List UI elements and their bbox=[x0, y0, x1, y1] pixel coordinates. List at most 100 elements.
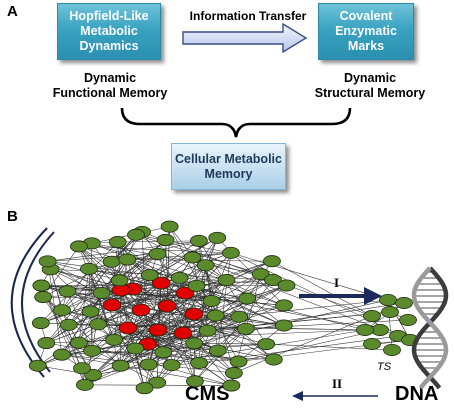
green-node bbox=[257, 338, 276, 351]
cms-label: CMS bbox=[185, 383, 230, 405]
panel-b-letter: B bbox=[7, 208, 18, 225]
network-edge bbox=[97, 324, 158, 383]
cellular-metabolic-memory-box: Cellular Metabolic Memory bbox=[171, 143, 286, 190]
green-node bbox=[105, 333, 123, 346]
red-node bbox=[157, 299, 177, 313]
network-edge bbox=[47, 261, 150, 276]
information-transfer-label: Information Transfer bbox=[189, 9, 307, 23]
green-node bbox=[148, 376, 167, 389]
network-edge bbox=[192, 257, 208, 331]
panel-a-letter: A bbox=[7, 3, 18, 20]
membrane-outer-arc bbox=[10, 227, 48, 378]
green-node bbox=[89, 318, 107, 331]
green-node bbox=[111, 359, 130, 372]
red-node bbox=[184, 307, 204, 321]
network-edge bbox=[47, 240, 199, 262]
green-node bbox=[356, 323, 374, 336]
green-node bbox=[238, 292, 257, 305]
structural-memory-line2: Structural Memory bbox=[314, 86, 426, 100]
dna-label: DNA bbox=[395, 383, 439, 405]
network-edge bbox=[171, 313, 195, 366]
membrane-inner-arc bbox=[21, 231, 55, 373]
green-node bbox=[251, 268, 270, 281]
information-transfer-arrow bbox=[182, 22, 308, 54]
green-node bbox=[28, 359, 47, 372]
arrow-ii bbox=[292, 391, 378, 401]
network-edge bbox=[88, 268, 186, 294]
green-node bbox=[83, 344, 101, 357]
green-node bbox=[224, 367, 243, 380]
green-node bbox=[208, 344, 227, 357]
green-node bbox=[230, 310, 249, 323]
functional-memory-line2: Functional Memory bbox=[52, 86, 168, 100]
network-edge bbox=[47, 261, 142, 311]
green-node bbox=[170, 271, 189, 284]
network-edge bbox=[127, 279, 227, 329]
green-node bbox=[92, 286, 111, 299]
network-nodes bbox=[28, 220, 419, 395]
network-edge bbox=[117, 241, 196, 382]
network-edge bbox=[68, 324, 366, 331]
network-edge bbox=[149, 240, 200, 276]
green-node bbox=[58, 285, 77, 298]
green-node bbox=[162, 359, 181, 372]
functional-memory-caption: Dynamic Functional Memory bbox=[40, 71, 180, 101]
green-node bbox=[206, 309, 225, 322]
network-edge bbox=[42, 296, 94, 376]
network-edge bbox=[149, 274, 366, 331]
covalent-marks-label: Covalent Enzymatic Marks bbox=[335, 9, 397, 53]
green-node bbox=[229, 355, 248, 368]
network-edge bbox=[117, 241, 134, 290]
green-node bbox=[277, 279, 296, 292]
red-node bbox=[118, 321, 138, 335]
functional-memory-line1: Dynamic bbox=[83, 71, 137, 85]
green-node bbox=[69, 240, 88, 253]
green-node bbox=[399, 313, 417, 326]
green-node bbox=[222, 246, 240, 259]
red-node bbox=[175, 286, 195, 300]
green-node bbox=[52, 348, 71, 361]
green-node bbox=[31, 317, 50, 330]
network-edge bbox=[46, 329, 366, 344]
network-edge bbox=[47, 253, 158, 262]
network-edge bbox=[135, 234, 231, 254]
green-node bbox=[38, 255, 57, 268]
arrow-i-label: I bbox=[334, 275, 340, 290]
network-edge bbox=[78, 311, 391, 344]
green-node bbox=[102, 255, 121, 268]
network-edge bbox=[127, 299, 389, 329]
structural-memory-caption: Dynamic Structural Memory bbox=[300, 71, 440, 101]
green-node bbox=[190, 356, 208, 369]
network-edge bbox=[119, 280, 145, 389]
green-node bbox=[80, 262, 98, 275]
green-node bbox=[73, 362, 91, 375]
network-edge bbox=[194, 299, 389, 344]
green-node bbox=[274, 319, 293, 332]
network-edge bbox=[43, 296, 212, 302]
arrow-ii-label: II bbox=[332, 376, 343, 391]
green-node bbox=[381, 305, 399, 318]
network-edge bbox=[135, 234, 227, 281]
green-node bbox=[108, 236, 127, 249]
green-node bbox=[395, 296, 413, 309]
green-node bbox=[160, 220, 179, 233]
red-node bbox=[173, 326, 193, 340]
network-edge bbox=[68, 260, 273, 326]
red-node bbox=[151, 276, 171, 290]
red-node bbox=[148, 323, 168, 337]
green-node bbox=[187, 279, 206, 292]
network-edge bbox=[84, 343, 195, 386]
green-node bbox=[154, 346, 173, 359]
green-node bbox=[183, 251, 202, 264]
green-node bbox=[198, 324, 217, 337]
green-node bbox=[371, 323, 389, 336]
network-edge bbox=[233, 315, 373, 374]
cellular-metabolic-memory-label: Cellular Metabolic Memory bbox=[175, 151, 282, 181]
green-node bbox=[34, 291, 53, 304]
network-edge bbox=[192, 257, 399, 337]
network-edge bbox=[238, 329, 381, 362]
green-node bbox=[202, 294, 221, 307]
network-edge bbox=[61, 302, 405, 355]
green-node bbox=[275, 299, 293, 312]
